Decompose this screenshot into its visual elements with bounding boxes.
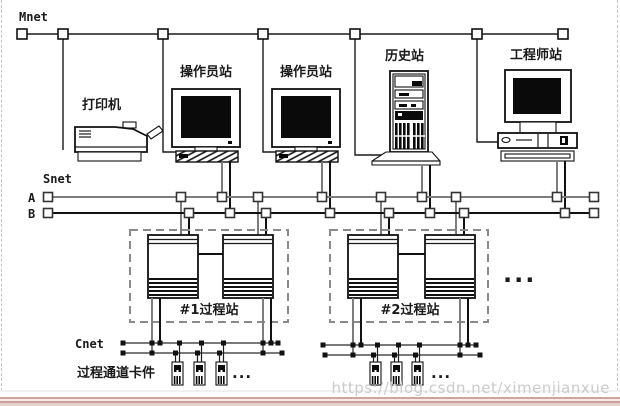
- operator2-workstation: [271, 88, 341, 163]
- io-card: [193, 361, 206, 386]
- mnet-node-taps: [16, 28, 569, 40]
- mnet-network: Mnet: [16, 10, 569, 156]
- io-card: [171, 361, 184, 386]
- cnet-segment-2: ...: [320, 298, 483, 386]
- engineer-station: 工程师站: [497, 47, 578, 162]
- printer-label: 打印机: [82, 97, 121, 113]
- history-label: 历史站: [385, 48, 424, 64]
- process1-rack-right: [222, 234, 274, 299]
- cnet2-node-taps: [320, 342, 483, 358]
- cnet-segment-1: Cnet: [75, 298, 285, 386]
- page-right-border: [617, 0, 618, 391]
- process2-label: #2过程站: [381, 302, 440, 318]
- process2-rack-left: [347, 234, 399, 299]
- tower-vent-ribs: [394, 123, 425, 149]
- process1-rack-left: [147, 234, 199, 299]
- content-divider-line: [0, 390, 620, 392]
- history-station: 历史站: [371, 48, 441, 166]
- mnet-drop-lines: [62, 39, 499, 156]
- ellipsis-more-cards-2: ...: [431, 364, 451, 382]
- printer-device: [74, 121, 164, 162]
- csdn-watermark: https://blog.csdn.net/ximenjianxue: [331, 379, 610, 397]
- page-left-border: [1, 0, 2, 391]
- operator-station-1: 操作员站: [171, 64, 241, 163]
- snet-a-node-taps: [42, 191, 600, 203]
- process1-dashed-box: [129, 229, 289, 323]
- mnet-label: Mnet: [19, 10, 48, 24]
- process1-label: #1过程站: [180, 302, 239, 318]
- operator-station-2: 操作员站: [271, 64, 341, 163]
- bus-b-label: B: [28, 207, 35, 221]
- process-station-2: #2过程站: [329, 229, 489, 323]
- io-card: [215, 361, 228, 386]
- process2-dashed-box: [329, 229, 489, 323]
- engineer-label: 工程师站: [510, 47, 562, 63]
- snet-network: Snet A B: [28, 161, 600, 243]
- operator1-label: 操作员站: [180, 64, 232, 80]
- printer-station: 打印机: [74, 97, 164, 162]
- io-cards-label: 过程通道卡件: [77, 365, 155, 381]
- process2-rack-right: [424, 234, 476, 299]
- engineer-workstation: [497, 69, 578, 162]
- cnet1-node-taps: [120, 340, 285, 356]
- ellipsis-more-cards-1: ...: [232, 364, 252, 382]
- pink-footer-divider: [0, 397, 620, 406]
- history-tower-server: [371, 70, 441, 166]
- bus-a-label: A: [28, 191, 36, 205]
- operator1-workstation: [171, 88, 241, 163]
- process-station-1: #1过程站: [129, 229, 289, 323]
- operator2-label: 操作员站: [280, 64, 332, 80]
- cnet-label: Cnet: [75, 337, 104, 351]
- snet-station-drops: [221, 161, 566, 210]
- snet-label: Snet: [43, 172, 72, 186]
- snet-b-node-taps: [42, 207, 600, 219]
- ellipsis-more-stations: ...: [503, 260, 536, 288]
- dcs-architecture-diagram: Mnet 打印机: [16, 10, 600, 386]
